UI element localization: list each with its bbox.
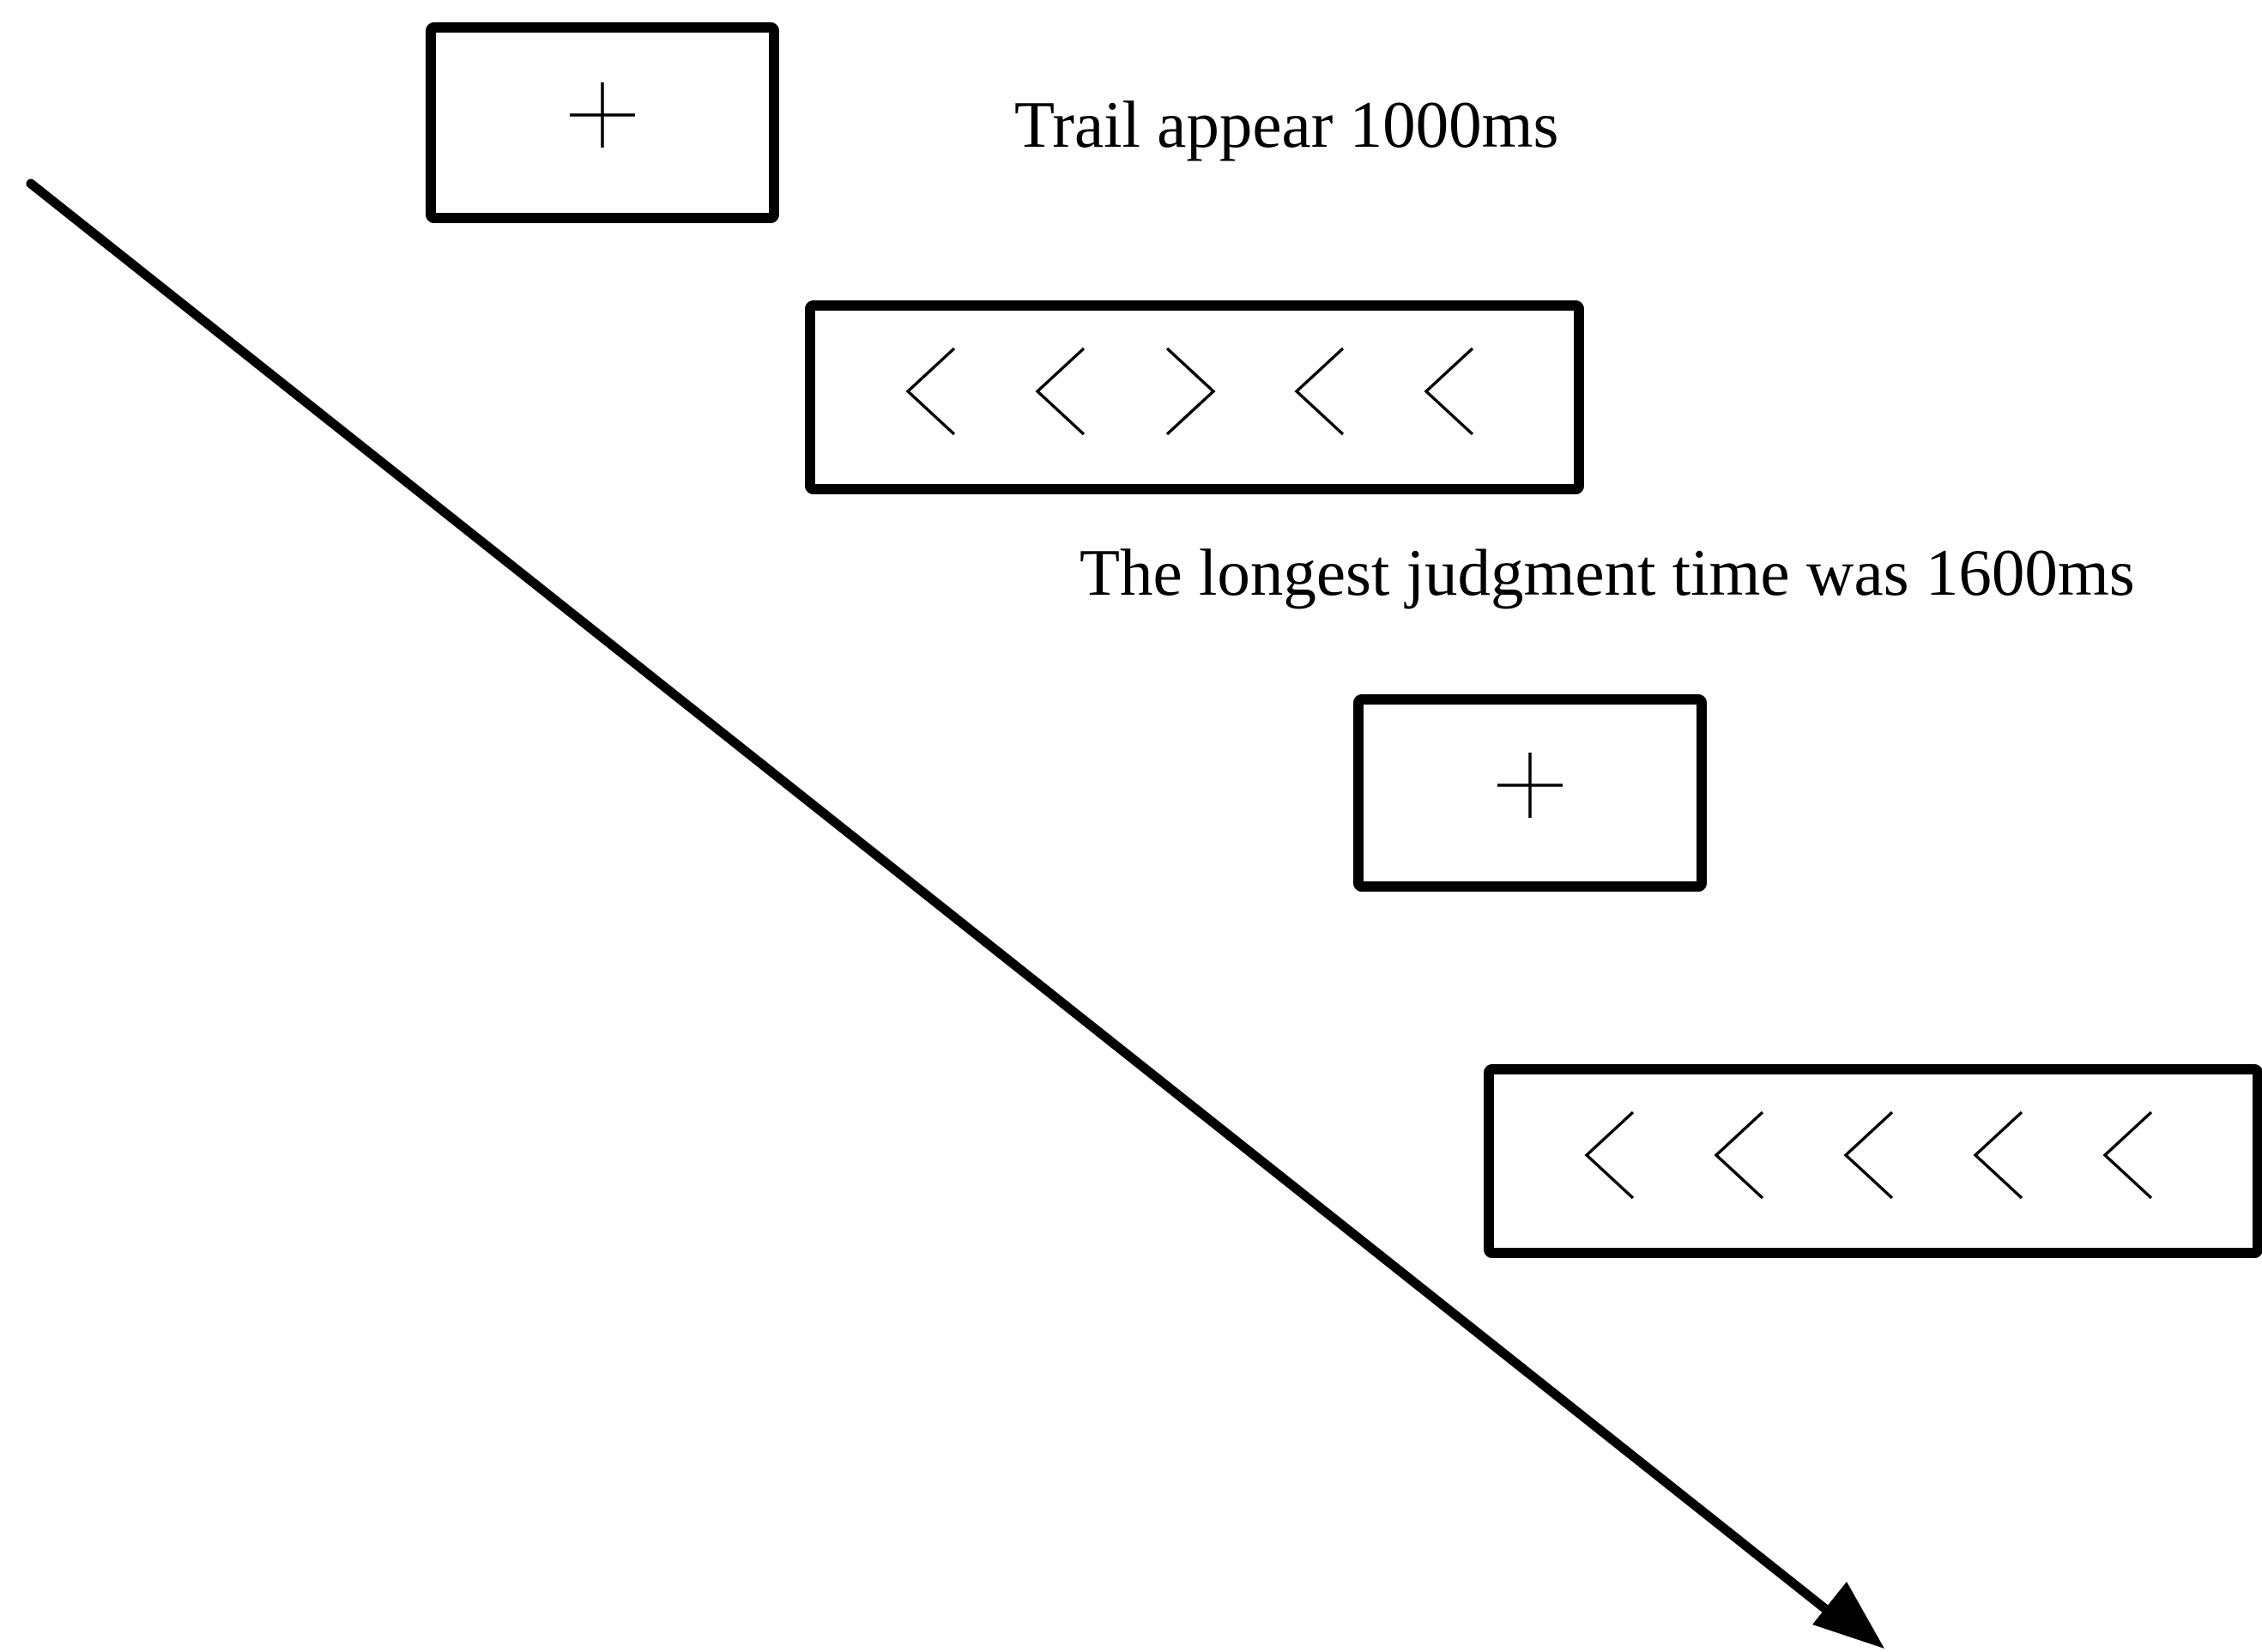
judgment-caption: The longest judgment time was 1600ms [1080, 536, 2135, 609]
fixation-caption: Trail appear 1000ms [1014, 88, 1558, 161]
fixation-screen-1 [426, 22, 779, 223]
flanker-screen-congruent [1484, 1064, 2262, 1258]
chevron-stroke [1714, 1110, 1764, 1200]
chevron-stroke [1843, 1110, 1894, 1200]
chevron-right-icon [1165, 347, 1216, 436]
screen-frame [426, 22, 779, 223]
chevron-stroke [1424, 347, 1474, 436]
timeline-arrowhead [1812, 1582, 1884, 1649]
chevron-left-icon [2102, 1110, 2153, 1200]
chevron-stroke [1294, 347, 1345, 436]
flanker-screen-incongruent [805, 300, 1584, 494]
screen-frame [1353, 694, 1707, 892]
screen-frame [805, 300, 1584, 494]
chevron-left-icon [1843, 1110, 1894, 1200]
chevron-left-icon [1584, 1110, 1635, 1200]
arrow-row [905, 347, 1474, 436]
chevron-stroke [1035, 347, 1086, 436]
arrow-row [1584, 1110, 2153, 1200]
fixation-screen-2 [1353, 694, 1707, 892]
chevron-stroke [1973, 1110, 2023, 1200]
plus-icon [1497, 753, 1563, 818]
timeline-line [26, 179, 1842, 1623]
plus-icon [570, 82, 635, 148]
chevron-left-icon [1714, 1110, 1764, 1200]
timeline-arrow-icon [26, 179, 1884, 1649]
screen-frame [1484, 1064, 2262, 1258]
chevron-left-icon [1973, 1110, 2023, 1200]
chevron-stroke [1165, 347, 1216, 436]
chevron-stroke [1584, 1110, 1635, 1200]
chevron-left-icon [1424, 347, 1474, 436]
chevron-left-icon [1294, 347, 1345, 436]
chevron-stroke [905, 347, 956, 436]
chevron-stroke [2102, 1110, 2153, 1200]
chevron-left-icon [905, 347, 956, 436]
chevron-left-icon [1035, 347, 1086, 436]
